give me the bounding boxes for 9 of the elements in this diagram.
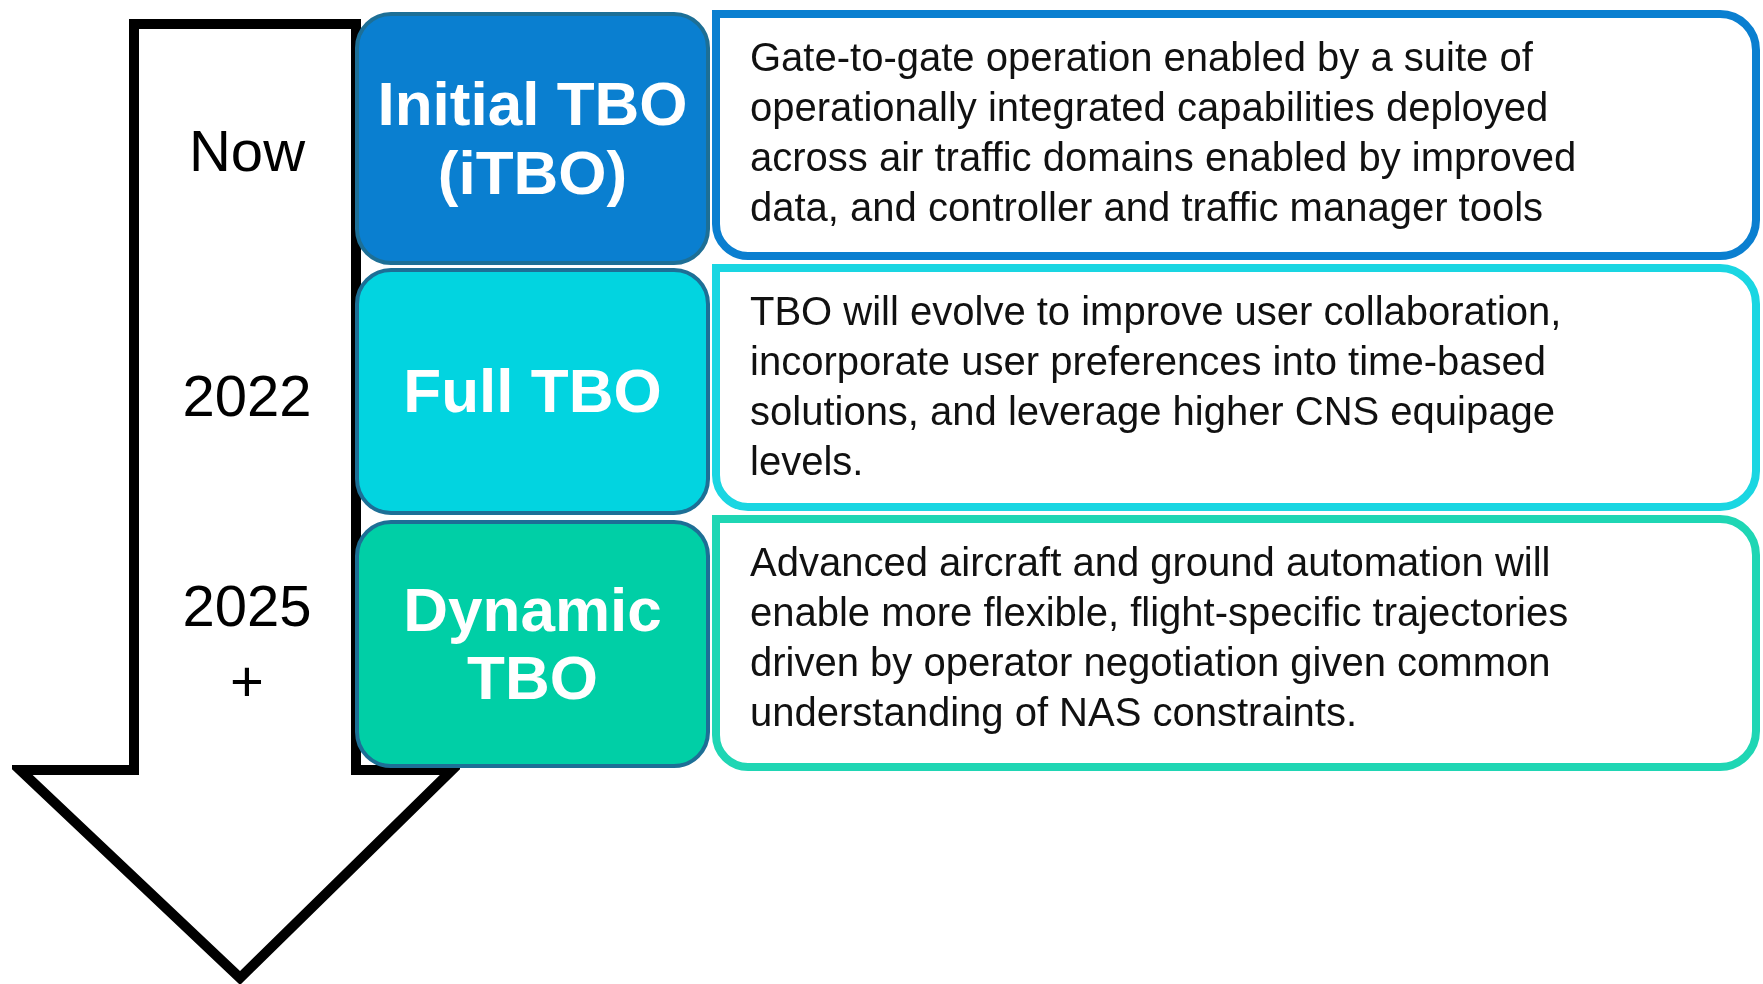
phase-title-box: Initial TBO (iTBO)	[355, 12, 710, 265]
year-label: 2025 +	[181, 572, 313, 716]
description-box: Advanced aircraft and ground automation will enable more flexible, flight-specific trajectories driven by operator negotiation given common understanding of NAS constraints.	[712, 515, 1760, 771]
description-box: TBO will evolve to improve user collaboration, incorporate user preferences into time-based solutions, and leverage higher CNS equipage levels.	[712, 264, 1760, 511]
year-label: Now	[188, 117, 306, 185]
description-box: Gate-to-gate operation enabled by a suite of operationally integrated capabilities deployed across air traffic domains enabled by improved data, and controller and traffic manager tools	[712, 10, 1760, 260]
phase-title-box: Full TBO	[355, 268, 710, 515]
year-label: 2022	[181, 362, 313, 430]
phase-title-box: Dynamic TBO	[355, 520, 710, 768]
